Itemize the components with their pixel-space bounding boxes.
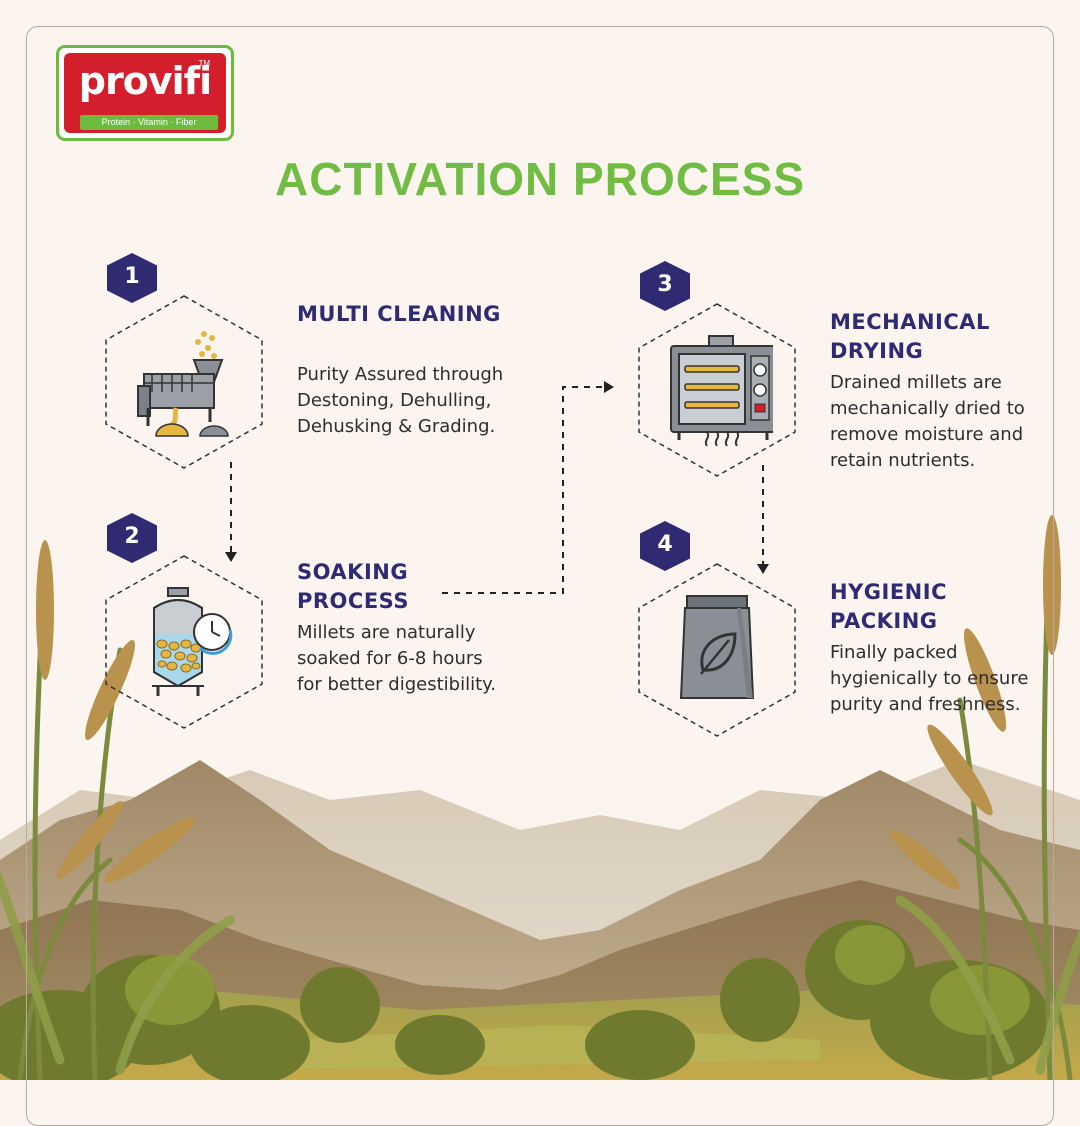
step-1-hexagon <box>104 294 264 470</box>
logo-red-panel: provifi TM Protein · Vitamin · Fiber <box>64 53 226 133</box>
step-1-badge: 1 <box>107 253 157 303</box>
arrow-head-2 <box>604 381 614 393</box>
trademark-mark: TM <box>198 59 210 68</box>
step-1-heading: MULTI CLEANING <box>297 302 501 326</box>
step-3-number: 3 <box>657 272 673 297</box>
leaf-pouch-icon <box>679 595 755 699</box>
page-title: ACTIVATION PROCESS <box>275 153 805 205</box>
step-2-number: 2 <box>124 524 140 549</box>
step-4-hexagon <box>637 562 797 738</box>
step-3-hexagon <box>637 302 797 478</box>
cleaning-machine-icon <box>137 331 229 437</box>
arrow-head-1 <box>225 552 237 562</box>
drying-oven-icon <box>670 335 773 446</box>
step-1-description: Purity Assured through Destoning, Dehull… <box>297 364 504 437</box>
arrow-head-3 <box>757 564 769 574</box>
step-3-heading: MECHANICAL DRYING <box>830 310 990 363</box>
step-3-description: Drained millets are mechanically dried t… <box>830 372 1025 471</box>
step-1-number: 1 <box>124 264 140 289</box>
step-2-description: Millets are naturally soaked for 6-8 hou… <box>297 622 496 695</box>
step-2-badge: 2 <box>107 513 157 563</box>
brand-name: provifi <box>78 59 212 103</box>
step-4-number: 4 <box>657 532 673 557</box>
step-2-heading: SOAKING PROCESS <box>297 560 409 613</box>
connector-2-to-3 <box>442 386 604 594</box>
step-4-heading: HYGIENIC PACKING <box>830 580 947 633</box>
process-connectors <box>225 381 769 594</box>
soaking-tank-icon <box>152 587 233 696</box>
step-4-badge: 4 <box>640 521 690 571</box>
step-4-description: Finally packed hygienically to ensure pu… <box>830 642 1029 715</box>
step-3-badge: 3 <box>640 261 690 311</box>
brand-tagline: Protein · Vitamin · Fiber <box>80 115 218 130</box>
step-2-hexagon <box>104 554 264 730</box>
landscape-background <box>0 515 1080 1080</box>
provifi-logo: provifi TM Protein · Vitamin · Fiber <box>56 45 234 141</box>
